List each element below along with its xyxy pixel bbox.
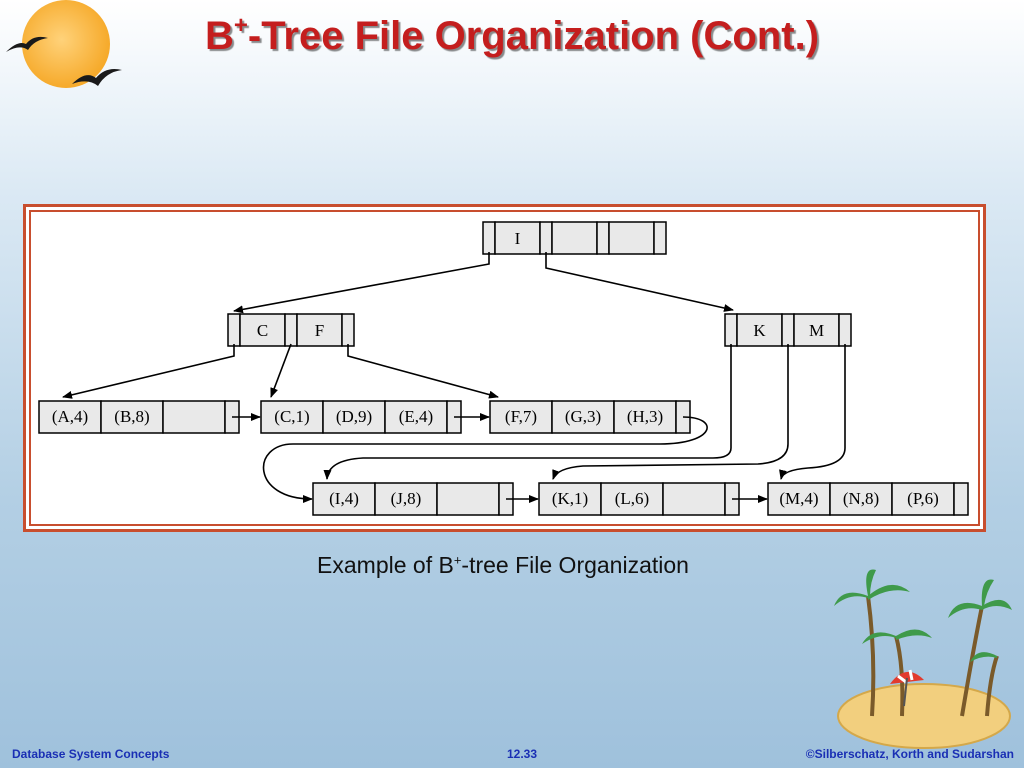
palm-trunks bbox=[866, 595, 999, 717]
record-label: (A,4) bbox=[52, 407, 88, 426]
footer-course-title: Database System Concepts bbox=[12, 747, 170, 761]
record-cell bbox=[600, 482, 664, 516]
bird-icon bbox=[6, 36, 48, 52]
key-label: M bbox=[809, 321, 824, 340]
record-label: (P,6) bbox=[907, 489, 939, 508]
record-cell bbox=[829, 482, 893, 516]
f-right-pointer-edge bbox=[347, 344, 499, 399]
record-cell bbox=[374, 482, 438, 516]
record-cell bbox=[384, 400, 448, 434]
record-label: (G,3) bbox=[565, 407, 601, 426]
key-label: I bbox=[515, 229, 521, 248]
pointer-cell bbox=[781, 313, 795, 347]
record-cell bbox=[162, 400, 226, 434]
record-label: (F,7) bbox=[505, 407, 537, 426]
m-right-pointer-edge bbox=[779, 344, 846, 480]
figure-frame bbox=[23, 204, 986, 532]
record-label: (E,4) bbox=[399, 407, 433, 426]
key-label: F bbox=[315, 321, 324, 340]
root-node: I bbox=[482, 221, 667, 255]
key-cell bbox=[551, 221, 598, 255]
key-cell bbox=[494, 221, 541, 255]
key-cell bbox=[608, 221, 655, 255]
record-label: (L,6) bbox=[615, 489, 649, 508]
record-label: (K,1) bbox=[552, 489, 588, 508]
pointer-cell bbox=[341, 313, 355, 347]
key-cell bbox=[736, 313, 783, 347]
palm-island-illustration bbox=[834, 569, 1012, 749]
pointer-cell bbox=[227, 313, 241, 347]
leaf-node-ij: (I,4) (J,8) bbox=[312, 482, 514, 516]
record-cell bbox=[100, 400, 164, 434]
pointer-cell bbox=[724, 313, 738, 347]
record-cell bbox=[436, 482, 500, 516]
record-label: (M,4) bbox=[779, 489, 818, 508]
page-title: B+-Tree File Organization (Cont.) bbox=[204, 12, 820, 58]
record-cell bbox=[260, 400, 324, 434]
record-cell bbox=[613, 400, 677, 434]
record-label: (D,9) bbox=[336, 407, 372, 426]
root-to-km-edge bbox=[545, 252, 734, 312]
record-cell bbox=[551, 400, 615, 434]
palm-leaves bbox=[834, 569, 1012, 662]
footer-slide-number: 12.33 bbox=[507, 747, 538, 761]
k-left-pointer-edge bbox=[323, 344, 732, 480]
leaf-node-cde: (C,1) (D,9) (E,4) bbox=[260, 400, 462, 434]
leaf-node-fgh: (F,7) (G,3) (H,3) bbox=[489, 400, 691, 434]
bird-icon bbox=[72, 69, 122, 86]
sun-icon bbox=[22, 0, 110, 88]
record-cell bbox=[489, 400, 553, 434]
record-label: (I,4) bbox=[329, 489, 359, 508]
key-label: C bbox=[257, 321, 268, 340]
pointer-cell bbox=[482, 221, 496, 255]
beach-umbrella-icon bbox=[890, 669, 924, 707]
record-label: (N,8) bbox=[843, 489, 879, 508]
leaf-node-mnp: (M,4) (N,8) (P,6) bbox=[767, 482, 969, 516]
pointer-cell bbox=[539, 221, 553, 255]
record-cell bbox=[767, 482, 831, 516]
figure-caption: Example of B+-tree File Organization bbox=[317, 552, 689, 578]
leaf-node-kl: (K,1) (L,6) bbox=[538, 482, 740, 516]
c-left-pointer-edge bbox=[62, 344, 235, 399]
key-label: K bbox=[753, 321, 766, 340]
record-cell bbox=[38, 400, 102, 434]
pointer-cell bbox=[653, 221, 667, 255]
root-to-cf-edge bbox=[233, 252, 490, 314]
record-cell bbox=[312, 482, 376, 516]
pointer-cell bbox=[284, 313, 298, 347]
record-label: (J,8) bbox=[391, 489, 422, 508]
record-label: (B,8) bbox=[114, 407, 149, 426]
record-cell bbox=[662, 482, 726, 516]
record-label: (H,3) bbox=[627, 407, 663, 426]
pointer-cell bbox=[838, 313, 852, 347]
sand-island bbox=[837, 683, 1011, 749]
c-f-pointer-edge bbox=[270, 343, 292, 398]
sun-birds-logo bbox=[6, 0, 122, 88]
footer-copyright: ©Silberschatz, Korth and Sudarshan bbox=[805, 747, 1014, 761]
k-m-pointer-edge bbox=[552, 344, 789, 480]
record-label: (C,1) bbox=[274, 407, 309, 426]
leaf-node-ab: (A,4) (B,8) bbox=[38, 400, 240, 434]
leaf-wrap-pointer-edge bbox=[262, 416, 708, 503]
next-pointer-cell bbox=[953, 482, 969, 516]
key-cell bbox=[296, 313, 343, 347]
key-cell bbox=[793, 313, 840, 347]
pointer-cell bbox=[596, 221, 610, 255]
